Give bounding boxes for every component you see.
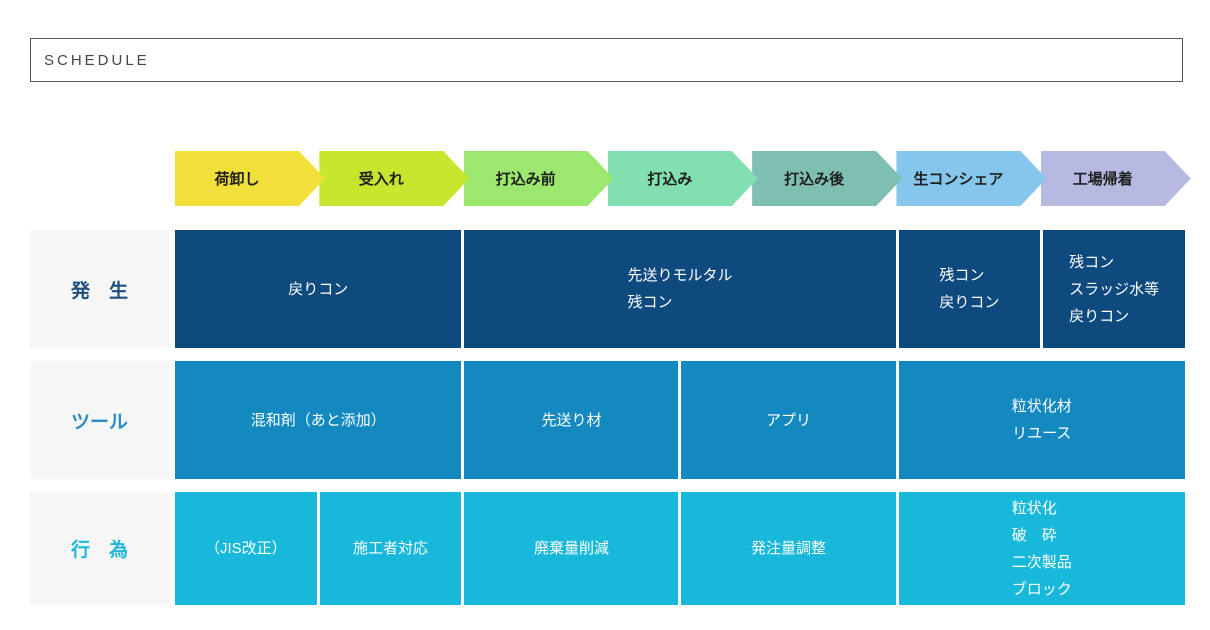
cell-occurrence-4: 残コンスラッジ水等戻りコン	[1043, 230, 1185, 348]
chevron-step-4: 打込み	[607, 151, 758, 206]
cell-occurrence-1: 戻りコン	[175, 230, 462, 348]
chevron-step-2: 受入れ	[319, 151, 470, 206]
cell-tools-1: 混和剤（あと添加）	[175, 361, 462, 479]
cell-actions-4: 発注量調整	[681, 492, 896, 605]
chevron-step-3: 打込み前	[463, 151, 614, 206]
cell-actions-1: （JIS改正）	[175, 492, 317, 605]
row-label-tools: ツール	[30, 361, 169, 479]
cell-occurrence-2: 先送りモルタル残コン	[464, 230, 896, 348]
table-row-occurrence: 発 生戻りコン先送りモルタル残コン残コン戻りコン残コンスラッジ水等戻りコン	[30, 230, 1185, 348]
cell-tools-2: 先送り材	[464, 361, 679, 479]
chevron-step-5: 打込み後	[752, 151, 903, 206]
cell-tools-4: 粒状化材リユース	[898, 361, 1185, 479]
table-row-tools: ツール混和剤（あと添加）先送り材アプリ粒状化材リユース	[30, 361, 1185, 479]
schedule-header: SCHEDULE	[30, 38, 1183, 82]
cell-tools-3: アプリ	[681, 361, 896, 479]
row-label-occurrence: 発 生	[30, 230, 169, 348]
row-label-actions: 行 為	[30, 492, 169, 605]
cell-actions-2: 施工者対応	[319, 492, 462, 605]
cell-actions-5: 粒状化破 砕二次製品ブロック	[898, 492, 1185, 605]
chevron-row: 荷卸し受入れ打込み前打込み打込み後生コンシェア工場帰着	[175, 151, 1210, 206]
cell-actions-3: 廃棄量削減	[464, 492, 679, 605]
process-table: 発 生戻りコン先送りモルタル残コン残コン戻りコン残コンスラッジ水等戻りコンツール…	[30, 230, 1185, 618]
chevron-step-6: 生コンシェア	[896, 151, 1047, 206]
chevron-step-1: 荷卸し	[175, 151, 325, 206]
schedule-title: SCHEDULE	[44, 51, 150, 69]
chevron-step-7: 工場帰着	[1040, 151, 1191, 206]
cell-occurrence-3: 残コン戻りコン	[898, 230, 1041, 348]
table-row-actions: 行 為（JIS改正）施工者対応廃棄量削減発注量調整粒状化破 砕二次製品ブロック	[30, 492, 1185, 605]
